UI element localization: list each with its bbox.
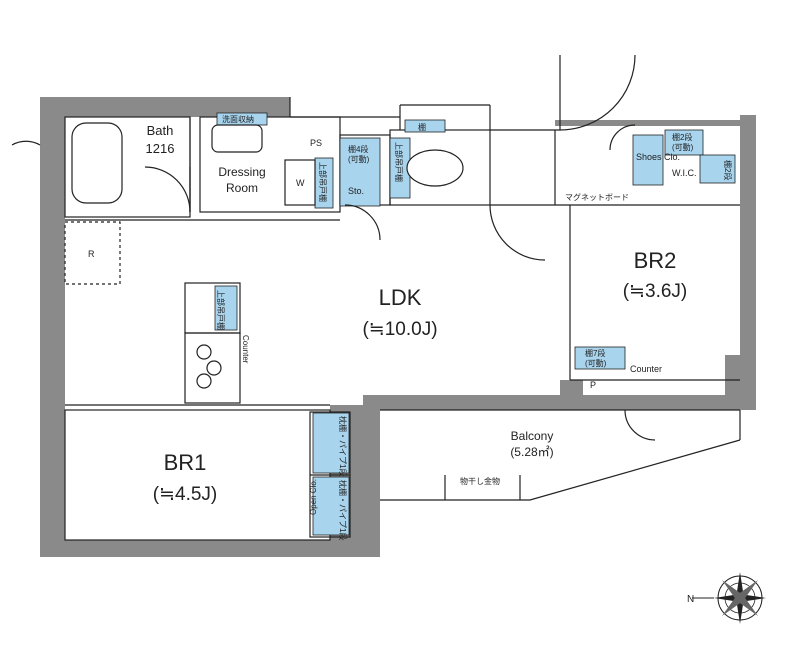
bath-size: 1216 (146, 141, 175, 156)
shelf-label: 棚 (418, 122, 426, 132)
ldk-name: LDK (379, 285, 422, 310)
upper-cabinet-a-label: 上部吊戸棚 (318, 162, 328, 202)
counter-kitchen-label: Counter (241, 335, 250, 364)
washer (284, 159, 316, 206)
shelf7-label: 棚7段 (585, 348, 605, 358)
stove-burner-1 (196, 344, 212, 360)
stove-burner-3 (196, 373, 212, 389)
bathtub (71, 122, 123, 204)
open-clo-label: Open Clo. (309, 479, 318, 515)
dressing-line2: Room (226, 181, 258, 195)
door-swings (11, 54, 656, 441)
drying-hardware-label: 物干し金物 (460, 476, 500, 486)
storage-areas (214, 112, 736, 536)
br1-size: (≒4.5J) (153, 484, 218, 505)
br2-name: BR2 (634, 248, 677, 273)
sink (211, 124, 263, 153)
wic-label: W.I.C. (672, 168, 697, 178)
br1-name: BR1 (164, 450, 207, 475)
p-label: P (590, 380, 596, 390)
dressing-line1: Dressing (218, 165, 265, 179)
counter-br2-label: Counter (630, 364, 662, 374)
ps-label: PS (310, 138, 322, 148)
upper-cabinet-b-label: 上部吊戸棚 (394, 142, 404, 182)
shelf7-sub-label: (可動) (585, 359, 607, 368)
exterior-walls (40, 97, 756, 557)
toilet (406, 149, 464, 187)
stove-burner-2 (206, 360, 222, 376)
shelf-pipe-b-label: 枕棚・パイプ1段 (338, 480, 348, 540)
bath-name: Bath (147, 123, 174, 138)
balcony-size: (5.28㎡) (510, 445, 553, 459)
balcony-name: Balcony (511, 429, 554, 443)
fixtures (71, 122, 464, 389)
sto-label: Sto. (348, 186, 364, 196)
ldk-size: (≒10.0J) (362, 319, 437, 340)
w-label: W (296, 178, 305, 188)
shelf-pipe-a-label: 枕棚・パイプ1段 (338, 416, 348, 476)
shelf2-sub-label: (可動) (672, 143, 694, 152)
shelf-wic-label: 棚2段 (723, 160, 733, 180)
shelf2-label: 棚2段 (672, 132, 692, 142)
shelf4-label: 棚4段 (348, 144, 368, 154)
north-label: N (687, 594, 694, 605)
compass-icon (692, 572, 766, 624)
magnet-board-label: マグネットボード (565, 192, 629, 202)
r-label: R (88, 249, 95, 259)
upper-cabinet-c-label: 上部吊戸棚 (216, 290, 226, 330)
br2-size: (≒3.6J) (623, 281, 688, 302)
shelf4-sub-label: (可動) (348, 155, 370, 164)
under-sink-label: 洗面収納 (222, 114, 254, 124)
shoes-clo-label: Shoes Clo. (636, 152, 680, 162)
